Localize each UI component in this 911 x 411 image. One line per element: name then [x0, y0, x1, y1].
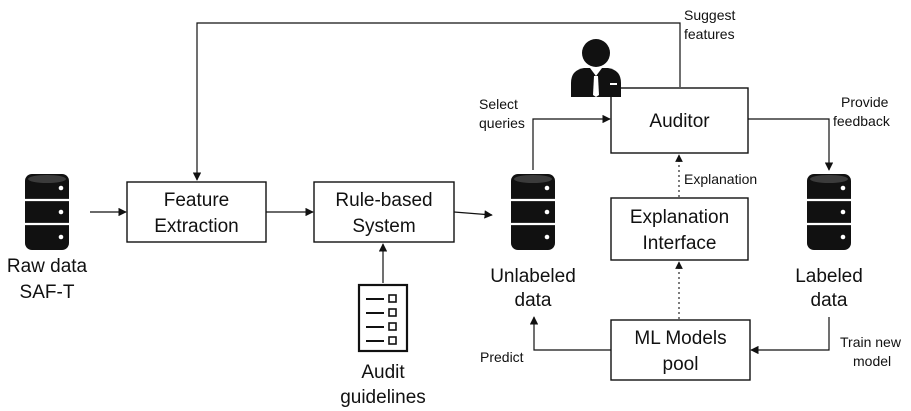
unlabeled-data-database-icon [509, 172, 557, 252]
select-queries-label-1: Select [479, 96, 518, 112]
auditor-person-icon [571, 39, 621, 97]
labeled-data-label-1: Labeled [795, 266, 863, 287]
audit-guidelines-label-1: Audit [361, 362, 405, 383]
raw-data-database-icon [23, 172, 71, 252]
edge-provide-feedback [748, 118, 834, 171]
suggest-features-label-2: features [684, 26, 735, 42]
audit-guidelines-label-2: guidelines [340, 387, 426, 408]
edge-rules-to-unlabeled [453, 210, 493, 219]
rule-based-label-1: Rule-based [335, 190, 432, 211]
explanation-interface-label-1: Explanation [630, 207, 729, 228]
explanation-interface-label-2: Interface [643, 233, 717, 254]
auditor-label: Auditor [649, 111, 710, 132]
select-queries-label-2: queries [479, 115, 525, 131]
unlabeled-data-label-1: Unlabeled [490, 266, 576, 287]
labeled-data-store: Labeled data [795, 172, 863, 311]
edge-train-new-model [750, 317, 830, 355]
rule-based-label-2: System [352, 216, 415, 237]
provide-feedback-label-2: feedback [833, 113, 891, 129]
rule-based-system-node: Rule-based System [313, 181, 455, 243]
raw-data-store: Raw data SAF-T [7, 172, 88, 303]
edge-predict [529, 316, 611, 351]
predict-label: Predict [480, 349, 524, 365]
edge-select-queries [532, 114, 611, 170]
labeled-data-database-icon [805, 172, 853, 252]
unlabeled-data-store: Unlabeled data [490, 172, 576, 311]
provide-feedback-label-1: Provide [841, 94, 889, 110]
edge-suggest-features [192, 22, 681, 181]
labeled-data-label-2: data [811, 290, 848, 311]
feature-extraction-label-1: Feature [164, 190, 229, 211]
suggest-features-label-1: Suggest [684, 7, 735, 23]
feature-extraction-label-2: Extraction [154, 216, 238, 237]
audit-guidelines: Audit guidelines [340, 283, 426, 408]
checklist-document-icon [357, 283, 409, 353]
auditor-node: Auditor [610, 87, 749, 154]
unlabeled-data-label-2: data [515, 290, 552, 311]
explanation-interface-node: Explanation Interface [610, 197, 749, 261]
train-new-model-label-1: Train new [840, 334, 902, 350]
raw-data-label-1: Raw data [7, 256, 88, 277]
ml-models-label-1: ML Models [634, 328, 726, 349]
explanation-edge-label: Explanation [684, 171, 757, 187]
raw-data-label-2: SAF-T [20, 282, 75, 303]
feature-extraction-node: Feature Extraction [126, 181, 267, 243]
train-new-model-label-2: model [853, 353, 891, 369]
ml-models-label-2: pool [663, 354, 699, 375]
ml-models-pool-node: ML Models pool [610, 319, 751, 381]
